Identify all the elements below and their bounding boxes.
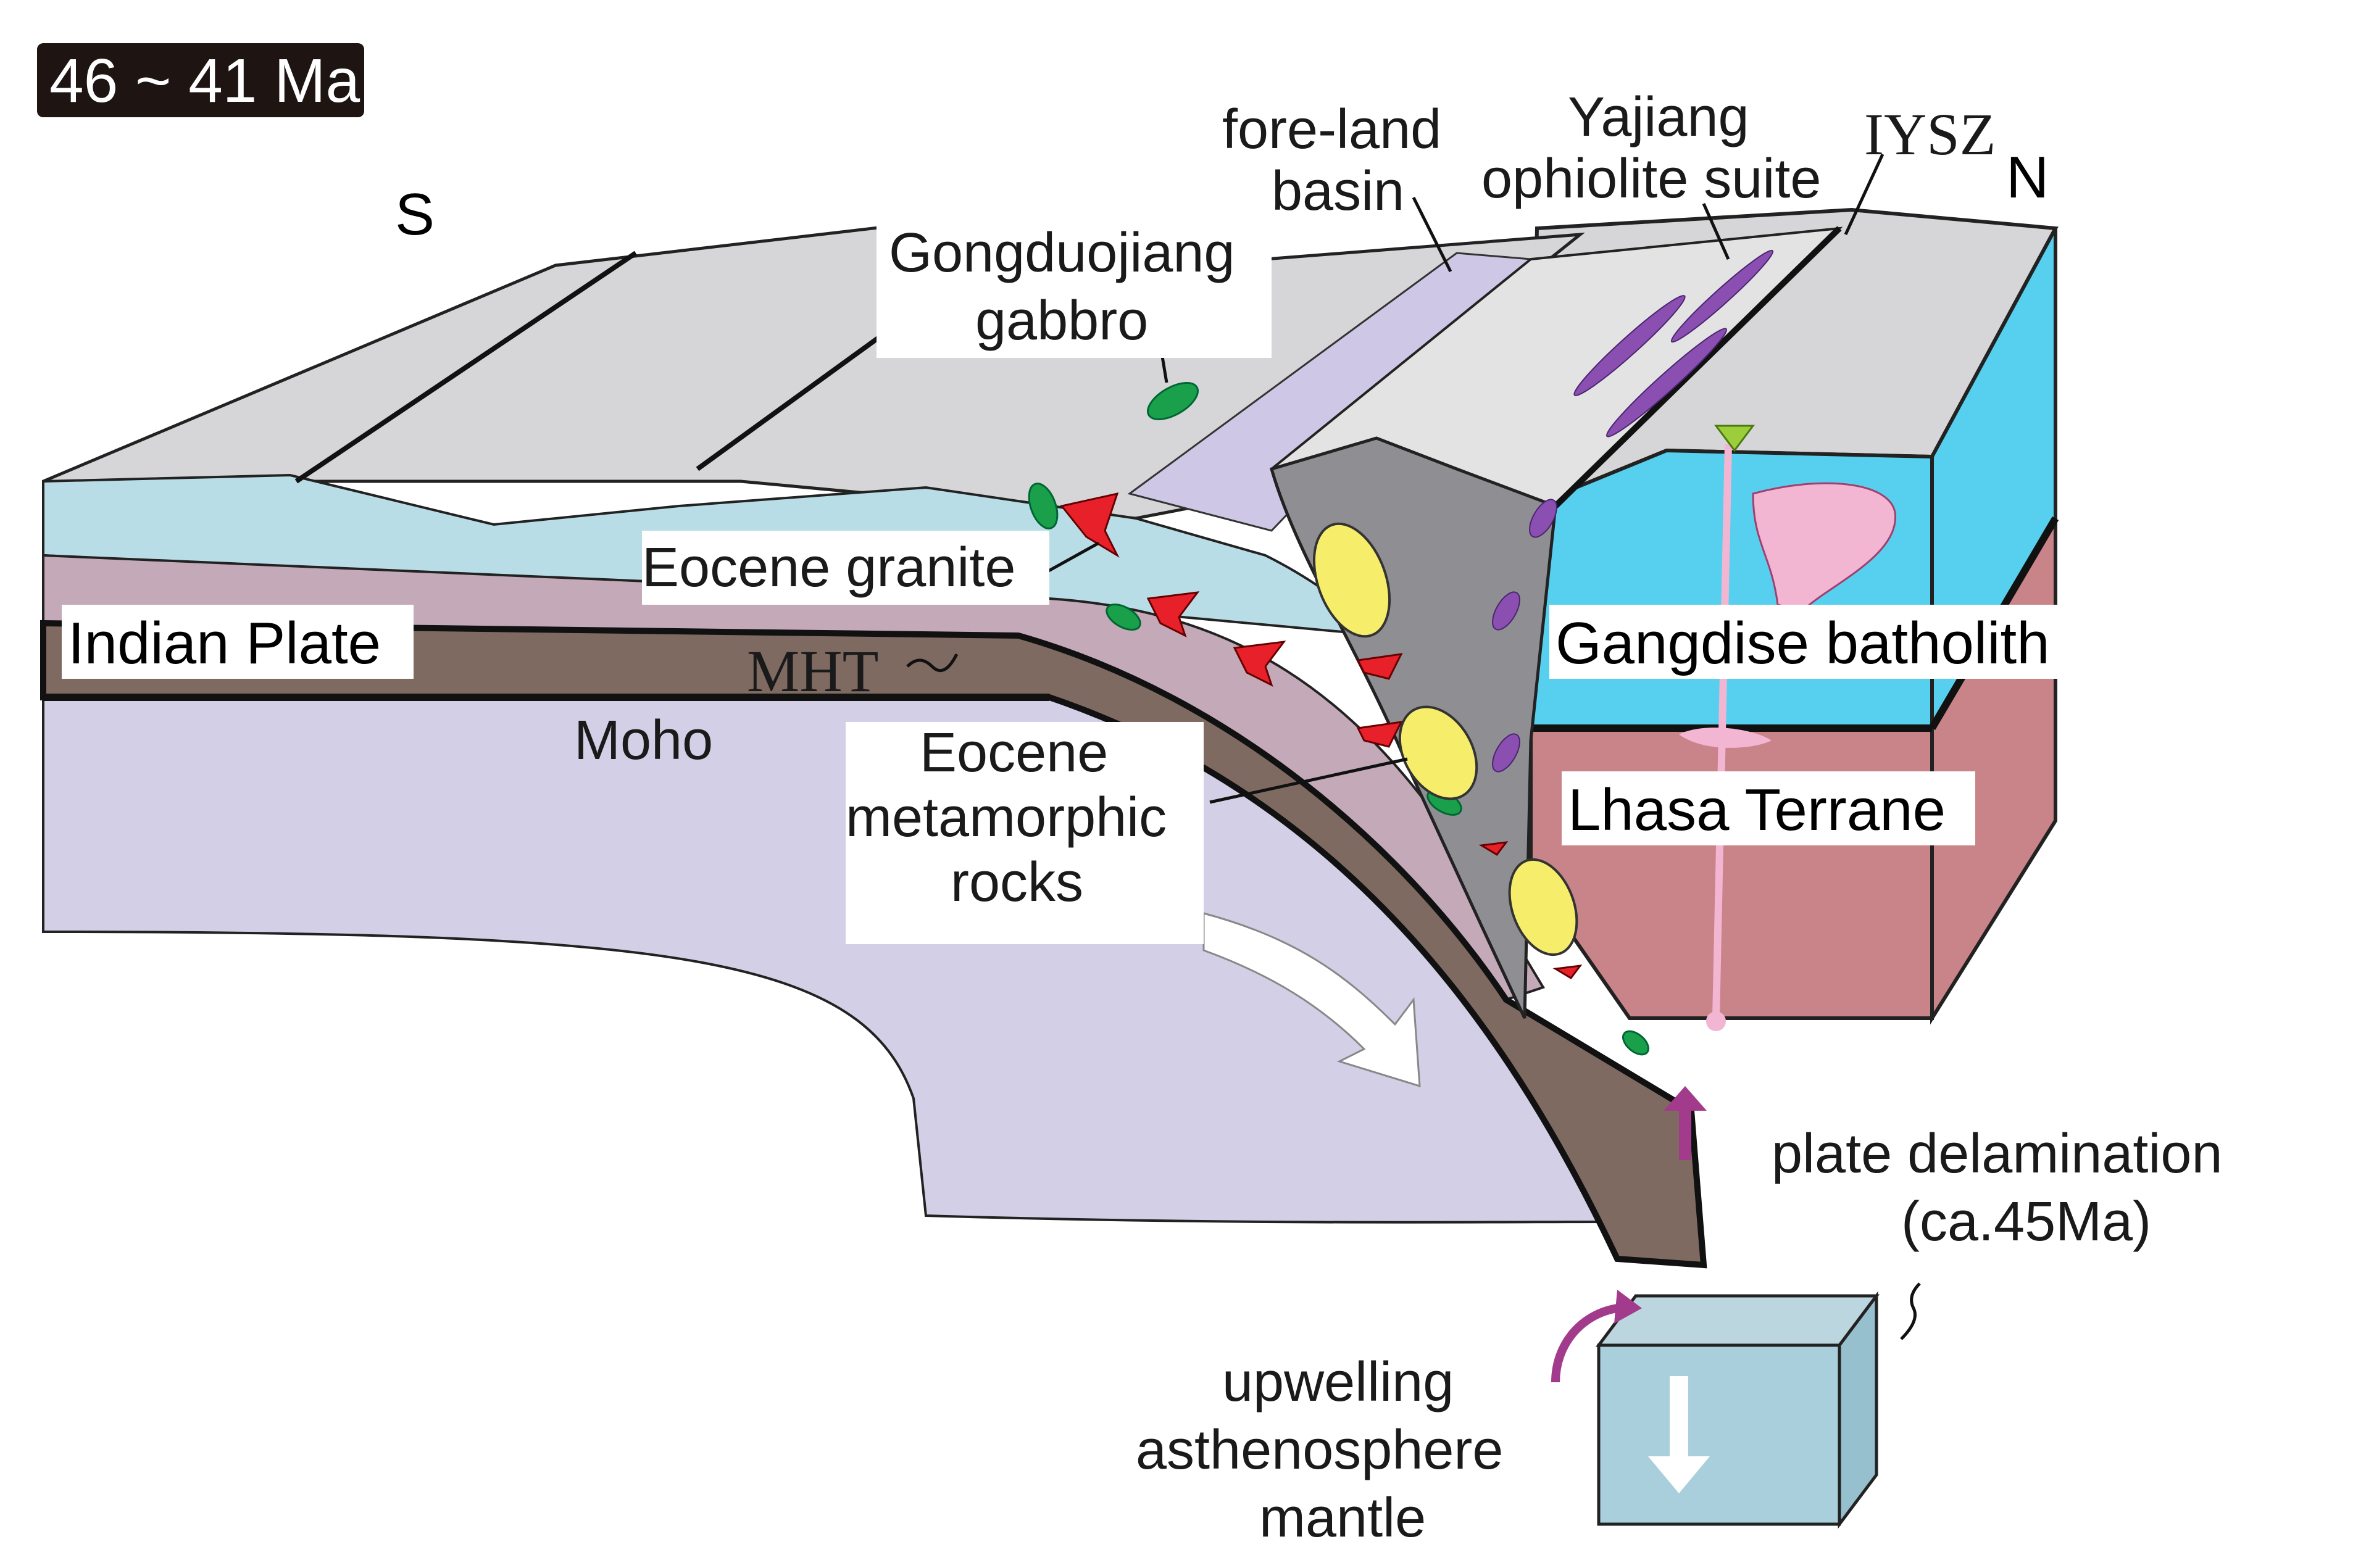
granite-body (1478, 841, 1509, 856)
foreland-basin-label-1: fore-land (1222, 99, 1441, 160)
upwelling-label-2: asthenosphere (1136, 1419, 1503, 1481)
eocene-metamorphic-label-3: rocks (951, 852, 1083, 913)
upwelling-arrow-slab (1664, 1086, 1707, 1160)
north-label: N (2006, 144, 2049, 210)
eocene-granite-label-bg (642, 531, 1049, 605)
block-side (1838, 1291, 1878, 1529)
gongduojiang-label-1: Gongduojiang (889, 222, 1235, 284)
ophiolite-lens (1492, 591, 1520, 631)
metamorphic-body (1398, 705, 1478, 800)
gabbro-bodies (1028, 382, 1649, 1056)
plate-delamination-label-1: plate delamination (1772, 1123, 2223, 1185)
gangdise-label: Gangdise batholith (1555, 610, 2050, 676)
ophiolite-lens (1573, 295, 1686, 396)
metamorphic-body (1508, 858, 1578, 956)
south-label: S (395, 181, 435, 247)
iysz-label: IYSZ (1864, 101, 1996, 167)
volcanic-vent (1714, 425, 1755, 452)
ophiolite-lenses (1492, 249, 1774, 773)
leader-line (1042, 541, 1100, 576)
upwelling-label-3: mantle (1259, 1487, 1426, 1549)
block-front (1597, 1343, 1841, 1526)
age-label: 46 ~ 41 Ma (49, 46, 360, 115)
gongduojiang-label-2: gabbro (975, 290, 1148, 352)
granite-body (1146, 591, 1200, 637)
iysz-suture-line (1553, 226, 1842, 508)
upwelling-label-1: upwelling (1222, 1351, 1454, 1413)
block-sinking-arrow (1648, 1376, 1710, 1493)
plate-delamination-label-2: (ca.45Ma) (1901, 1191, 2151, 1253)
yajiang-label-2: ophiolite suite (1481, 148, 1821, 210)
eocene-metamorphic-label-bg (846, 722, 1204, 944)
age-badge (37, 43, 364, 117)
lhasa-label-bg (1562, 771, 1975, 845)
granite-body (1356, 721, 1403, 748)
squiggle-arrow (906, 653, 959, 673)
eocene-metamorphic-label-2: metamorphic (846, 787, 1167, 848)
subduction-direction-arrow (1202, 912, 1421, 1088)
gabbro-body (1028, 483, 1059, 529)
granite-body (1233, 641, 1286, 687)
granite-body (1060, 492, 1120, 558)
granite-body (1552, 964, 1583, 979)
indian-plate-label: Indian Plate (68, 610, 381, 676)
curved-upwelling-arrow (1551, 1304, 1618, 1383)
foreland-basin-label-2: basin (1272, 160, 1404, 222)
block-top (1596, 1294, 1880, 1347)
indian-plate-label-bg (62, 605, 414, 679)
ophiolite-lens (1670, 249, 1774, 343)
ophiolite-lens (1492, 733, 1520, 773)
metamorphic-rock-bodies (1312, 522, 1578, 956)
lhasa-label: Lhasa Terrane (1568, 777, 1946, 843)
delaminated-block (1596, 1291, 1880, 1529)
dyke-end (1706, 1011, 1726, 1031)
yajiang-label-1: Yajiang (1568, 86, 1749, 148)
mht-label: MHT (747, 638, 878, 704)
lower-crust-melt (1679, 728, 1772, 748)
eocene-metamorphic-label-1: Eocene (920, 722, 1108, 784)
leader-line (1844, 153, 1884, 236)
eocene-granite-label: Eocene granite (642, 537, 1015, 599)
gabbro-body (1622, 1030, 1649, 1056)
batholith-shape (1752, 482, 1896, 612)
granite-body (1356, 653, 1403, 680)
gangdise-label-bg (1549, 605, 2093, 679)
fault-line (294, 251, 638, 484)
leader-line (1412, 196, 1452, 273)
gangdise-batholith-body (1679, 425, 1896, 1031)
gongduojiang-label-bg (877, 216, 1272, 358)
eocene-granite-bodies (1060, 492, 1583, 979)
gabbro-body (1106, 604, 1141, 631)
ophiolite-lens (1605, 328, 1728, 438)
squiggle-arrow (1900, 1282, 1921, 1340)
curved-arrow-head (1614, 1290, 1642, 1324)
gabbro-body (1147, 382, 1199, 420)
ophiolite-lens (1529, 499, 1557, 538)
moho-label: Moho (574, 710, 713, 771)
leader-line (1209, 757, 1408, 804)
leader-line (1702, 202, 1730, 260)
metamorphic-body (1312, 522, 1391, 638)
